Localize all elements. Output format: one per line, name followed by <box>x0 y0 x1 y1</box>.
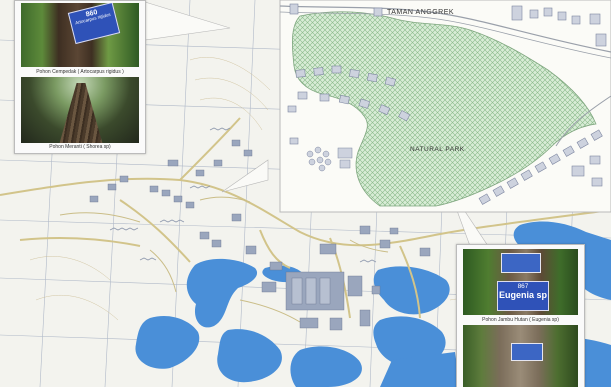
tree-sign-860: 860 Artocarpus rigidus <box>67 3 121 45</box>
caption-jambu-hutan: Pohon Jambu Hutan ( Eugenia sp) <box>482 317 559 323</box>
label-natural-park: NATURAL PARK <box>410 146 465 153</box>
photo-panel-top-left: 860 Artocarpus rigidus Pohon Cempedak ( … <box>14 0 146 154</box>
tree-sign-867: 867 Eugenia sp <box>497 281 549 311</box>
tree-sign-867-name: Eugenia sp <box>498 289 547 300</box>
housing-rows <box>109 127 377 263</box>
photo-meranti <box>21 77 139 143</box>
inset-road-right <box>555 95 611 147</box>
small-sign-plate <box>501 253 541 273</box>
trunk-sign-plate <box>511 343 543 361</box>
inset-map-natural-park <box>279 0 611 213</box>
caption-meranti: Pohon Meranti ( Shorea sp) <box>49 144 111 150</box>
photo-jambu-hutan: 867 Eugenia sp <box>463 249 578 315</box>
tree-sign-867-number: 867 <box>517 283 529 290</box>
inset-buildings-top-right <box>289 3 607 47</box>
inset-houses-right <box>478 129 603 205</box>
inset-houses-left <box>287 65 411 145</box>
photo-tree-trunk <box>463 325 578 387</box>
caption-cempedak: Pohon Cempedak ( Artocarpus rigidus ) <box>36 69 124 75</box>
photo-cempedak: 860 Artocarpus rigidus <box>21 3 139 67</box>
inset-building-cluster <box>306 146 353 172</box>
label-taman-anggrek: TAMAN ANGGREK <box>387 9 455 16</box>
connector-wedge-park <box>221 159 269 193</box>
meranti-trunk <box>59 83 103 143</box>
building-blocks <box>89 139 431 331</box>
photo-panel-right: 867 Eugenia sp Pohon Jambu Hutan ( Eugen… <box>456 244 585 387</box>
minor-roads <box>59 196 389 323</box>
inset-road-top <box>279 5 611 53</box>
contour-lines <box>29 57 509 321</box>
